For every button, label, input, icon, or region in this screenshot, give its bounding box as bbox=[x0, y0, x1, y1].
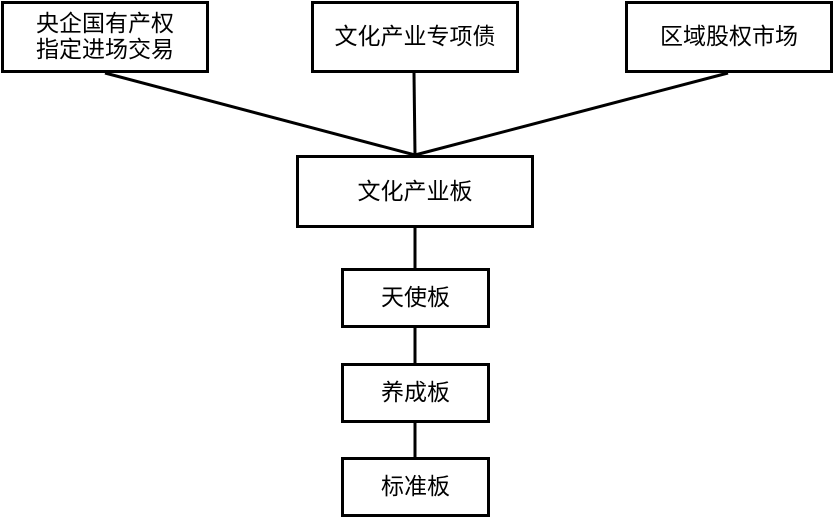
edge-zhuanxiang-to-wenhua bbox=[412, 72, 417, 156]
node-label: 文化产业板 bbox=[357, 178, 473, 205]
edge-yangqi-to-wenhua bbox=[104, 71, 416, 157]
node-label: 文化产业专项债 bbox=[334, 24, 496, 50]
node-standard-board: 标准板 bbox=[341, 457, 490, 517]
node-label: 养成板 bbox=[381, 380, 450, 406]
node-label: 区域股权市场 bbox=[660, 24, 798, 50]
node-culture-industry-special-bond: 文化产业专项债 bbox=[311, 1, 519, 73]
node-label-line1: 央企国有产权 bbox=[36, 11, 174, 37]
node-cultivation-board: 养成板 bbox=[341, 363, 490, 423]
node-label-line2: 指定进场交易 bbox=[36, 37, 174, 63]
node-label: 天使板 bbox=[381, 285, 450, 311]
edge-quyu-to-wenhua bbox=[414, 71, 729, 157]
node-label: 央企国有产权 指定进场交易 bbox=[36, 11, 174, 63]
node-culture-industry-board: 文化产业板 bbox=[296, 155, 534, 228]
node-central-soe-property-rights: 央企国有产权 指定进场交易 bbox=[1, 1, 209, 73]
node-label: 标准板 bbox=[381, 474, 450, 500]
node-regional-equity-market: 区域股权市场 bbox=[625, 1, 833, 73]
node-angel-board: 天使板 bbox=[341, 268, 490, 328]
